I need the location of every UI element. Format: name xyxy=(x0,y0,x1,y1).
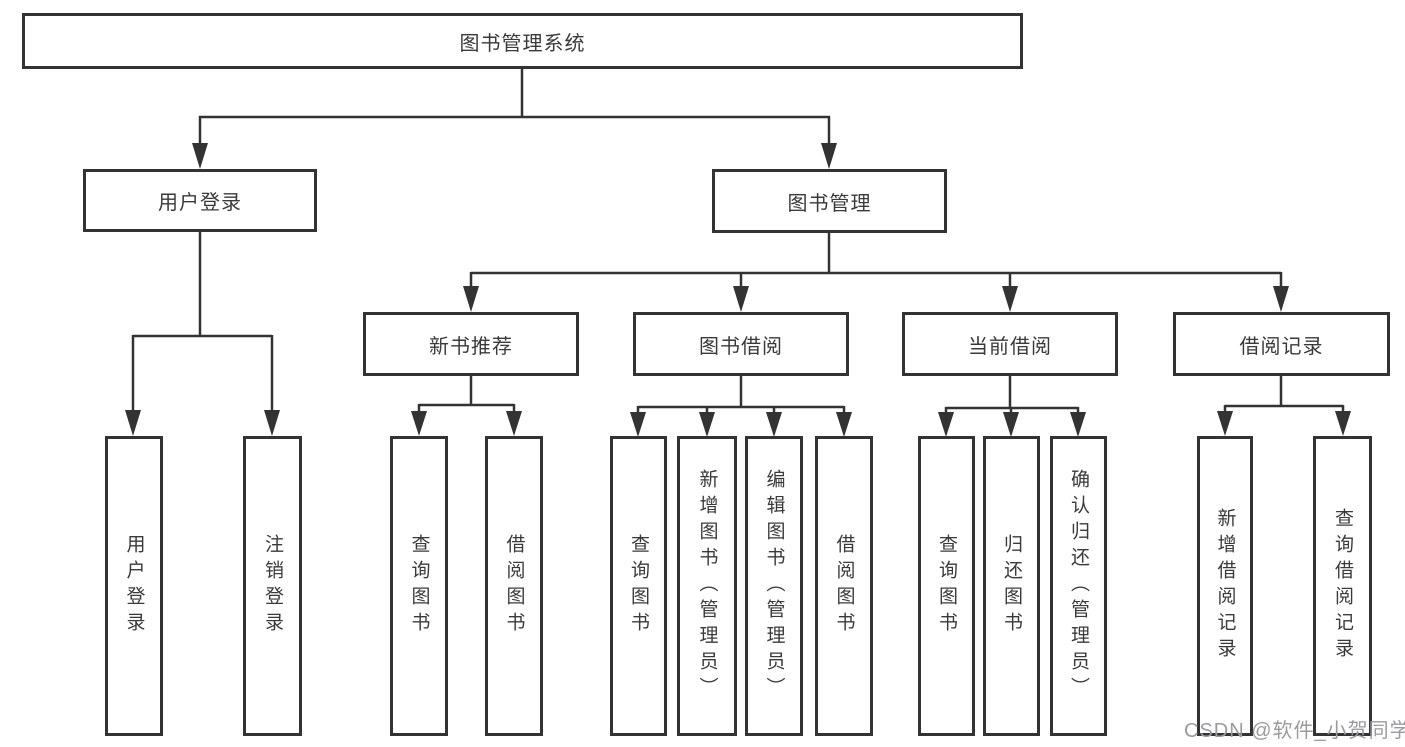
node-book-management: 图书管理 xyxy=(712,169,947,233)
leaf-query-books-borrow: 查询图书 xyxy=(610,436,667,736)
node-current-borrow: 当前借阅 xyxy=(902,312,1118,376)
node-new-book-recommend: 新书推荐 xyxy=(363,312,579,376)
node-root-system: 图书管理系统 xyxy=(22,13,1023,69)
csdn-watermark: CSDN @软件_小贺同学 xyxy=(1184,720,1405,742)
leaf-add-borrow-record: 新增借阅记录 xyxy=(1197,436,1253,736)
leaf-query-books-current: 查询图书 xyxy=(918,436,975,736)
leaf-edit-books-admin: 编辑图书（管理员） xyxy=(745,436,803,736)
leaf-user-login: 用户登录 xyxy=(105,436,163,736)
leaf-borrow-books: 借阅图书 xyxy=(815,436,873,736)
leaf-add-books-admin: 新增图书（管理员） xyxy=(677,436,737,736)
node-book-borrow: 图书借阅 xyxy=(633,312,849,376)
leaf-confirm-return-admin: 确认归还（管理员） xyxy=(1050,436,1107,736)
leaf-return-books: 归还图书 xyxy=(983,436,1040,736)
node-borrow-records: 借阅记录 xyxy=(1173,312,1390,376)
leaf-logout: 注销登录 xyxy=(243,436,302,736)
node-user-login: 用户登录 xyxy=(83,169,317,232)
leaf-query-books-recommend: 查询图书 xyxy=(390,436,448,736)
leaf-borrow-books-recommend: 借阅图书 xyxy=(485,436,543,736)
leaf-query-borrow-record: 查询借阅记录 xyxy=(1313,436,1372,736)
